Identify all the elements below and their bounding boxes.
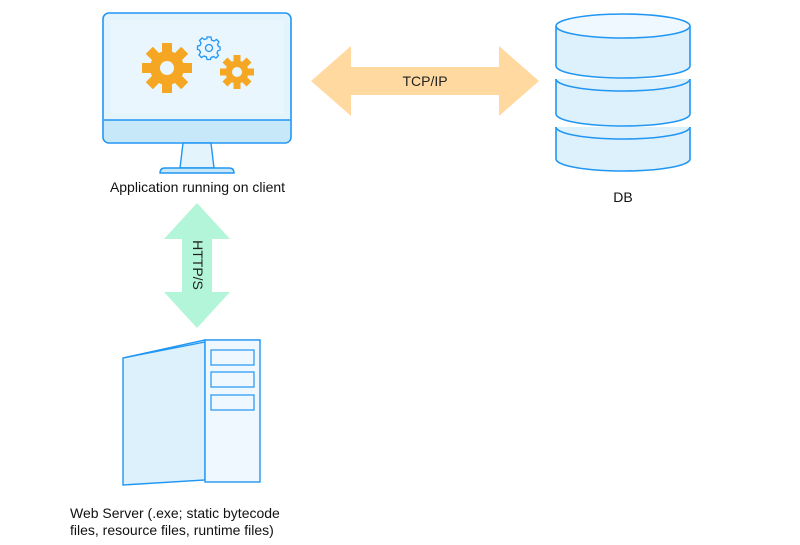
gear-outline-icon [196, 36, 221, 61]
gear-icon [142, 43, 192, 93]
tcp-ip-connection-arrow [311, 46, 539, 116]
drive-bay [210, 371, 255, 388]
server-label-line2: files, resource files, runtime files) [70, 522, 274, 538]
server-label-line1: Web Server (.exe; static bytecode [70, 505, 280, 521]
http-s-connection-arrow [164, 203, 230, 328]
db-label: DB [613, 189, 633, 205]
drive-bay [210, 394, 255, 411]
client-label: Application running on client [109, 179, 286, 195]
drive-bay [210, 349, 255, 366]
http-s-label: HTTP/S [190, 240, 206, 290]
database-cylinder-icon [555, 13, 691, 172]
tcp-ip-label: TCP/IP [402, 73, 447, 89]
desktop-monitor-with-gears-icon [102, 12, 292, 174]
gear-icon [220, 55, 254, 89]
server-label: Web Server (.exe; static bytecode files,… [70, 505, 360, 539]
server-tower-icon [122, 339, 261, 486]
